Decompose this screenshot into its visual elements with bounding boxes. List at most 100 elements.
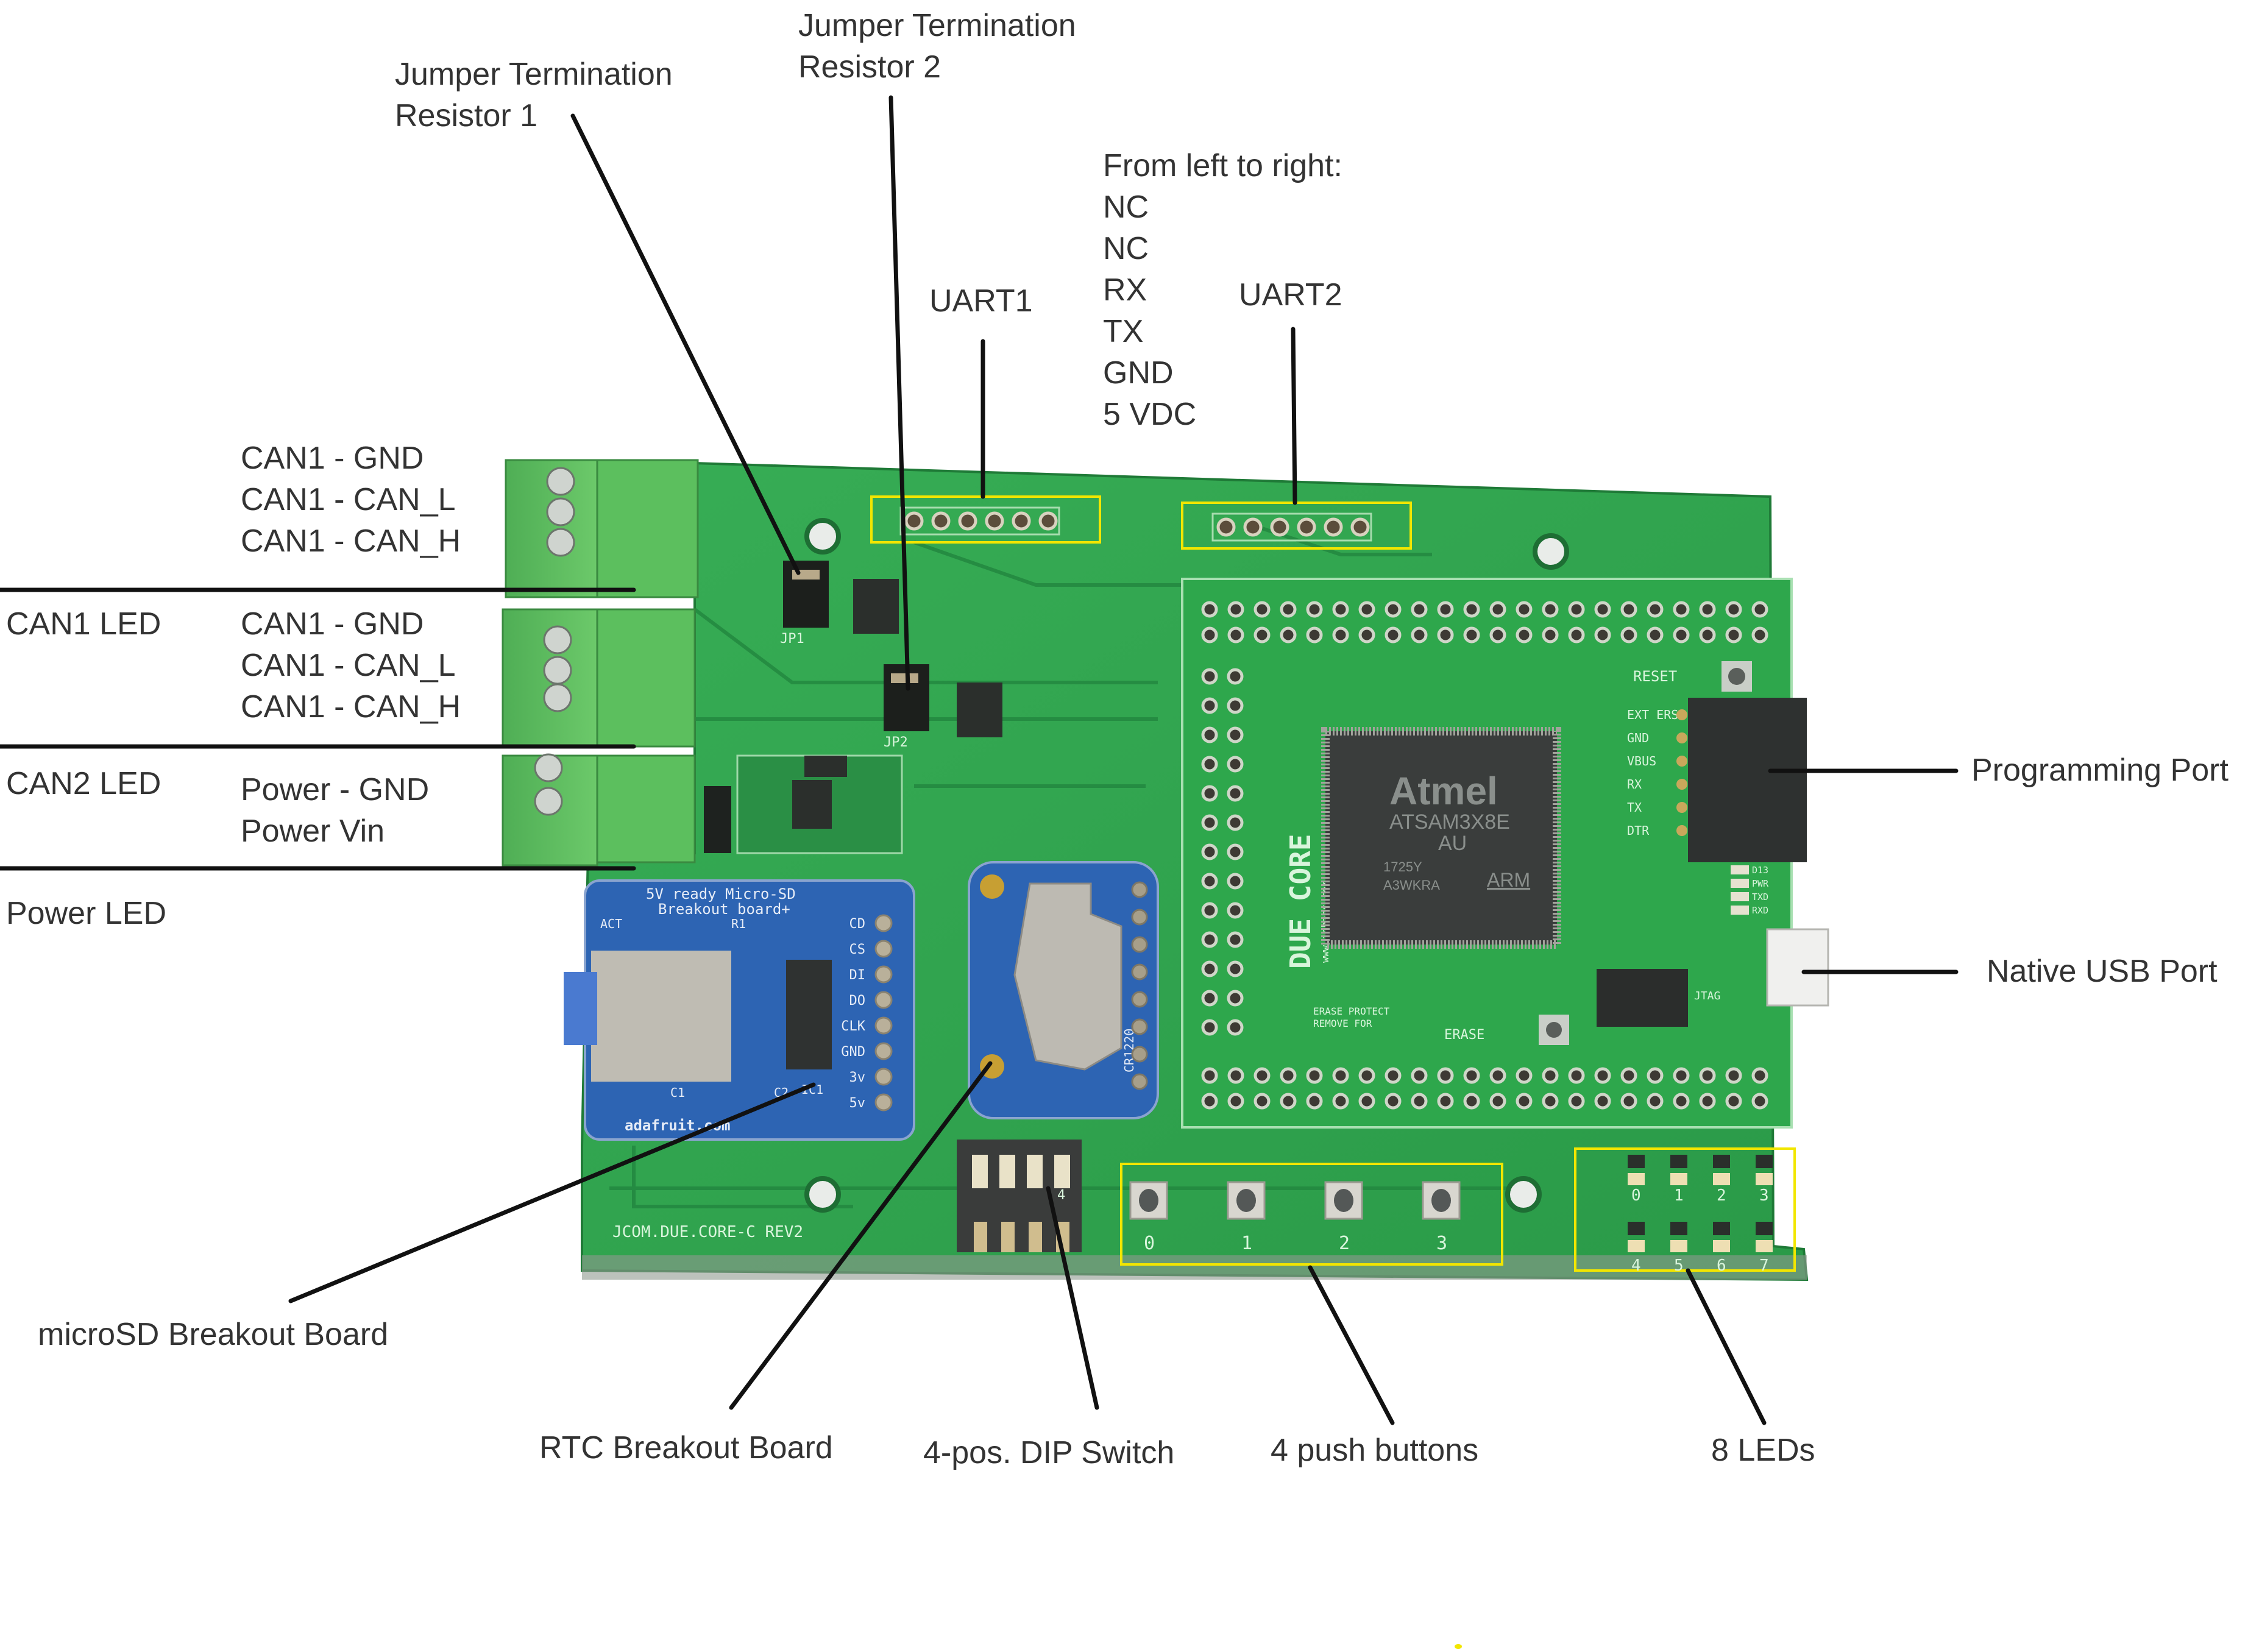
header-pin xyxy=(1201,902,1218,919)
leader-leds xyxy=(1686,1268,1767,1425)
header-pin xyxy=(1411,601,1428,618)
microsd-breakout-board: 5V ready Micro-SD Breakout board+ ACT R1… xyxy=(564,879,915,1141)
leader-rtc xyxy=(729,1061,993,1410)
header-pin xyxy=(1227,873,1244,890)
header-pin xyxy=(1594,1067,1611,1084)
header-pin xyxy=(1620,1093,1637,1110)
uart-pinout-item: RX xyxy=(1103,272,1147,308)
header-pin xyxy=(1358,601,1375,618)
prog-pin xyxy=(1676,779,1687,790)
header-pin xyxy=(1463,1067,1480,1084)
label-can-block2-gnd: CAN1 - GND xyxy=(241,606,424,642)
header-pin xyxy=(1227,756,1244,773)
header-pin xyxy=(1227,1093,1244,1110)
header-pin xyxy=(1751,1067,1768,1084)
push-button xyxy=(1422,1181,1461,1220)
header-pin xyxy=(1489,601,1506,618)
terminal-block-can2 xyxy=(502,608,696,748)
uart-pinout-heading: From left to right: xyxy=(1103,148,1342,183)
due-core-headers xyxy=(1201,601,1768,1110)
prog-pin-label: VBUS xyxy=(1627,754,1656,768)
microsd-pin-label: CS xyxy=(849,942,866,957)
mounting-hole xyxy=(804,518,841,555)
label-can-block2-canh: CAN1 - CAN_H xyxy=(241,689,461,725)
leader-microsd xyxy=(288,1082,816,1303)
push-buttons-highlight-box xyxy=(1120,1163,1503,1266)
header-pin xyxy=(1306,626,1323,643)
reset-label: RESET xyxy=(1633,668,1677,685)
header-pin xyxy=(1699,626,1716,643)
led xyxy=(1756,1240,1773,1252)
label-can2-led: CAN2 LED xyxy=(6,766,161,801)
header-pin xyxy=(1201,1067,1218,1084)
header-pin xyxy=(1647,626,1664,643)
header-pin xyxy=(1332,1093,1349,1110)
leader-dip-switch xyxy=(1046,1186,1099,1410)
header-pin xyxy=(1385,601,1402,618)
header-pin xyxy=(1358,1067,1375,1084)
header-pin xyxy=(1324,517,1343,537)
header-pin xyxy=(1350,517,1370,537)
prog-pin-label: RX xyxy=(1627,777,1642,792)
header-pin xyxy=(1568,1067,1585,1084)
header-pin xyxy=(1542,1067,1559,1084)
header-pin xyxy=(1411,1093,1428,1110)
rtc-pin xyxy=(1131,991,1148,1008)
label-push-buttons: 4 push buttons xyxy=(1271,1433,1479,1468)
header-pin xyxy=(1463,626,1480,643)
leader-lines xyxy=(0,95,1959,1425)
uart-pinout-item: 5 VDC xyxy=(1103,397,1197,432)
header-pin xyxy=(1673,601,1690,618)
header-pin xyxy=(1201,960,1218,977)
rtc-pins xyxy=(1131,881,1148,1090)
prog-pin xyxy=(1676,709,1687,720)
erase-protect-0: REMOVE FOR xyxy=(1313,1018,1372,1029)
microsd-pin-label: DI xyxy=(849,968,866,983)
dip-switch: 4 xyxy=(957,1140,1082,1252)
header-pin xyxy=(1306,601,1323,618)
header-pin xyxy=(1516,626,1533,643)
header-pin xyxy=(1620,1067,1637,1084)
header-pin xyxy=(1647,601,1664,618)
label-jumper1-line1: Jumper Termination xyxy=(395,57,673,92)
header-pin xyxy=(1568,626,1585,643)
header-pin xyxy=(1297,517,1316,537)
prog-pin xyxy=(1676,825,1687,836)
header-pin xyxy=(1699,1093,1716,1110)
header-pin xyxy=(931,511,951,531)
header-pin xyxy=(1463,601,1480,618)
header-pin xyxy=(1227,814,1244,831)
header-pin xyxy=(1385,1093,1402,1110)
microsd-c1-label: C1 xyxy=(670,1085,685,1100)
led xyxy=(1713,1240,1730,1252)
header-pin xyxy=(1385,626,1402,643)
header-pin xyxy=(1227,1019,1244,1036)
dip-number: 4 xyxy=(1057,1188,1065,1203)
header-pin xyxy=(1201,931,1218,948)
header-pin xyxy=(1253,601,1271,618)
status-led xyxy=(1731,879,1749,888)
rtc-pin xyxy=(1131,881,1148,898)
header-pin xyxy=(1201,756,1218,773)
header-pin xyxy=(1725,601,1742,618)
status-led-label: RXD xyxy=(1752,905,1768,916)
microsd-pin xyxy=(874,914,893,932)
uart-pinout-item: NC xyxy=(1103,190,1149,225)
header-pin xyxy=(1385,1067,1402,1084)
header-pin xyxy=(1751,1093,1768,1110)
header-pin xyxy=(1594,1093,1611,1110)
power-regulator xyxy=(704,754,903,854)
atmel-mcu: Atmel ATSAM3X8E AU 1725Y A3WKRA ARM xyxy=(1321,727,1561,949)
header-pin xyxy=(1673,1067,1690,1084)
header-pin xyxy=(1542,1093,1559,1110)
jp1-label: JP1 xyxy=(780,631,804,647)
header-pin xyxy=(1489,626,1506,643)
microsd-pin-label: GND xyxy=(841,1044,865,1060)
uart-pinout-item: TX xyxy=(1103,314,1144,349)
header-pin xyxy=(1201,601,1218,618)
microsd-pin xyxy=(874,1016,893,1035)
mcu-brand: Atmel xyxy=(1389,769,1498,813)
dip-toggle xyxy=(972,1155,988,1188)
